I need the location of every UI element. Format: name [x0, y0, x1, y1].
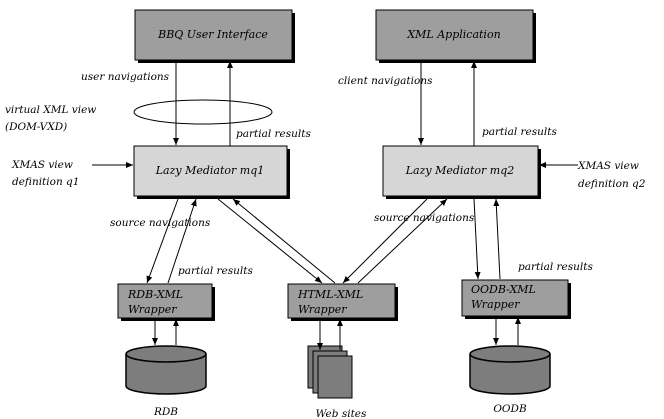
rdb-database-icon	[125, 345, 207, 395]
lazy-mediator-mq1-box: Lazy Mediator mq1	[133, 145, 290, 199]
html-xml-wrapper-box: HTML-XML Wrapper	[287, 283, 398, 321]
html-xml-wrapper-label-1: HTML-XML	[297, 288, 363, 301]
rdb-label: RDB	[153, 406, 178, 418]
oodb-label: OODB	[493, 403, 527, 415]
lazy-mediator-mq2-label: Lazy Mediator mq2	[405, 164, 515, 177]
partial-results-rdb-label: partial results	[178, 265, 253, 277]
oodb-xml-wrapper-label-2: Wrapper	[471, 298, 520, 311]
xml-application-box: XML Application	[375, 9, 536, 63]
web-sites-icon	[307, 345, 353, 399]
source-navigations-right-label: source navigations	[374, 212, 475, 224]
client-navigations-label: client navigations	[338, 75, 433, 87]
virtual-xml-view-ellipse	[133, 99, 273, 125]
partial-results-top-right-label: partial results	[482, 126, 557, 138]
xmas-view-right-label: XMAS view	[577, 160, 639, 172]
web-sites-label: Web sites	[316, 408, 367, 419]
oodb-xml-wrapper-box: OODB-XML Wrapper	[461, 279, 571, 319]
lazy-mediator-mq2-box: Lazy Mediator mq2	[382, 145, 541, 199]
html-xml-wrapper-label-2: Wrapper	[298, 303, 347, 316]
rdb-xml-wrapper-label-2: Wrapper	[128, 303, 177, 316]
dom-vxd-label: (DOM-VXD)	[5, 121, 67, 133]
lazy-mediator-mq1-label: Lazy Mediator mq1	[155, 164, 265, 177]
partial-results-top-left-label: partial results	[236, 128, 311, 140]
xmas-view-left-label: XMAS view	[11, 159, 73, 171]
bbq-user-interface-box: BBQ User Interface	[134, 9, 295, 63]
oodb-xml-wrapper-label-1: OODB-XML	[471, 283, 536, 296]
bbq-user-interface-label: BBQ User Interface	[157, 28, 268, 41]
rdb-xml-wrapper-box: RDB-XML Wrapper	[117, 283, 215, 321]
oodb-database-icon	[469, 345, 551, 395]
definition-q1-label: definition q1	[12, 176, 79, 188]
arrows	[92, 60, 578, 350]
rdb-xml-wrapper-label-1: RDB-XML	[127, 288, 183, 301]
virtual-xml-view-label: virtual XML view	[5, 104, 96, 116]
partial-results-oodb-label: partial results	[518, 261, 593, 273]
user-navigations-label: user navigations	[81, 71, 170, 83]
definition-q2-label: definition q2	[578, 178, 646, 190]
source-navigations-left-label: source navigations	[110, 217, 211, 229]
xml-application-label: XML Application	[406, 28, 500, 41]
